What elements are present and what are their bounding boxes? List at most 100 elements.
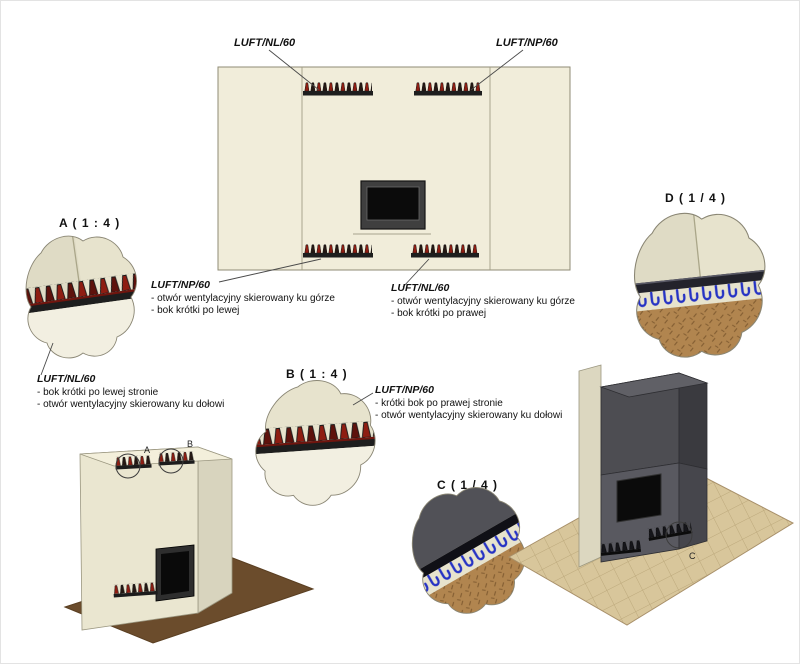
detail-d-outline bbox=[633, 212, 766, 358]
detail-marker-label-c: C bbox=[689, 551, 696, 561]
iso-view-right: C bbox=[507, 364, 795, 626]
firebox-glass bbox=[616, 473, 662, 523]
detail-wall-left-facet bbox=[634, 213, 701, 289]
firebox-side-face bbox=[678, 462, 708, 550]
detail-grille-bar bbox=[26, 286, 137, 316]
detail-d-title: D ( 1 / 4 ) bbox=[665, 191, 726, 205]
grille-teeth bbox=[114, 455, 152, 466]
detail-ground bbox=[634, 295, 765, 358]
detail-lower-wall bbox=[26, 295, 137, 358]
door-glass bbox=[161, 551, 189, 595]
leader-line bbox=[470, 49, 524, 91]
detail-a-title: A ( 1 : 4 ) bbox=[59, 216, 120, 230]
annotation-detail-b: LUFT/NP/60 - krótki bok po prawej stroni… bbox=[375, 384, 562, 421]
annotation-line: - otwór wentylacyjny skierowany ku górze bbox=[151, 293, 335, 304]
annotation-title: LUFT/NL/60 bbox=[37, 373, 95, 385]
detail-clips bbox=[634, 278, 765, 313]
detail-grille-bar bbox=[247, 436, 384, 455]
annotation-line: - bok krótki po prawej bbox=[391, 308, 486, 319]
grille-top-left bbox=[303, 82, 373, 96]
detail-a-content bbox=[26, 236, 137, 358]
detail-grille-bar-highlight bbox=[634, 267, 765, 288]
label-top-left-grille: LUFT/NL/60 bbox=[234, 37, 296, 49]
base-grille-left bbox=[600, 539, 642, 556]
detail-clips bbox=[402, 513, 539, 606]
grille-teeth bbox=[600, 539, 641, 553]
grille-bottom-right bbox=[411, 244, 479, 258]
grille-teeth bbox=[113, 581, 158, 594]
grille-bar bbox=[414, 91, 482, 96]
iso-view-left: A B bbox=[63, 439, 315, 644]
detail-marker-circle-c bbox=[665, 521, 693, 549]
grille-bar bbox=[115, 464, 152, 470]
grille-bar bbox=[600, 548, 642, 556]
annotation-grille-bottom-right: LUFT/NL/60 - otwór wentylacyjny skierowa… bbox=[391, 282, 575, 319]
annotation-line: - krótki bok po prawej stronie bbox=[375, 398, 503, 409]
wall-slab-left bbox=[578, 364, 602, 568]
grille-bar bbox=[113, 590, 158, 598]
detail-view-b: B ( 1 : 4 ) bbox=[240, 366, 390, 519]
detail-marker-label-a: A bbox=[144, 445, 150, 455]
grille-bar bbox=[158, 460, 195, 466]
annotation-title: LUFT/NP/60 bbox=[375, 384, 434, 396]
grille-teeth bbox=[415, 82, 481, 91]
detail-marker-label-b: B bbox=[187, 439, 193, 449]
leader-line bbox=[402, 258, 430, 288]
grille-teeth bbox=[647, 521, 692, 538]
annotation-detail-a: LUFT/NL/60 - bok krótki po lewej stronie… bbox=[37, 373, 224, 410]
label-top-right-grille: LUFT/NP/60 bbox=[496, 37, 559, 49]
detail-b-content bbox=[240, 366, 390, 519]
grille-teeth bbox=[158, 451, 195, 462]
annotation-line: - otwór wentylacyjny skierowany ku dołow… bbox=[37, 399, 224, 410]
insert-glass bbox=[366, 186, 420, 221]
grille-bar bbox=[411, 253, 479, 258]
leader-line bbox=[352, 392, 374, 406]
stove-top-grille-left bbox=[114, 455, 152, 470]
detail-grille-bar-red-line bbox=[26, 286, 137, 310]
grille-bar bbox=[303, 91, 373, 96]
detail-corner-edge bbox=[691, 213, 701, 277]
front-panel bbox=[217, 66, 571, 271]
grille-bar bbox=[648, 530, 693, 541]
stove-side-face bbox=[197, 446, 233, 614]
annotation-title: LUFT/NL/60 bbox=[391, 282, 449, 294]
annotation-line: - bok krótki po lewej bbox=[151, 305, 239, 316]
detail-b-title: B ( 1 : 4 ) bbox=[286, 367, 348, 381]
detail-marker-circle-a bbox=[115, 453, 141, 479]
annotation-line: - otwór wentylacyjny skierowany ku górze bbox=[391, 296, 575, 307]
grille-top-right bbox=[414, 82, 482, 96]
grille-bar bbox=[303, 253, 373, 258]
grille-bottom-left bbox=[303, 244, 373, 258]
detail-marker-circle-b bbox=[158, 448, 184, 474]
detail-grille-teeth bbox=[26, 271, 137, 307]
stove-top-grille-right bbox=[158, 451, 195, 466]
detail-lower-wall bbox=[245, 445, 390, 519]
detail-d-content bbox=[634, 213, 765, 358]
stove-front-face bbox=[79, 446, 199, 631]
detail-view-a: A ( 1 : 4 ) bbox=[25, 216, 138, 376]
front-view: LUFT/NL/60 LUFT/NP/60 bbox=[217, 37, 571, 288]
detail-view-d: D ( 1 / 4 ) bbox=[633, 191, 766, 358]
grille-teeth bbox=[304, 244, 372, 253]
detail-grille-bar bbox=[400, 503, 538, 592]
stove-door bbox=[155, 544, 195, 602]
chimney-top-face bbox=[599, 372, 709, 398]
detail-grille-teeth bbox=[249, 420, 377, 446]
annotation-title: LUFT/NP/60 bbox=[151, 279, 210, 291]
annotation-line: - otwór wentylacyjny skierowany ku dołow… bbox=[375, 410, 562, 421]
base-grille-right bbox=[647, 521, 693, 541]
grille-teeth bbox=[412, 244, 478, 253]
detail-c-outline bbox=[411, 487, 526, 614]
detail-b-outline bbox=[255, 380, 376, 506]
detail-grille-bar-red-line bbox=[247, 436, 383, 448]
detail-grille-bar bbox=[634, 267, 765, 296]
leader-line bbox=[268, 49, 320, 91]
stove-bottom-grille bbox=[113, 581, 158, 598]
leader-line bbox=[40, 342, 54, 376]
annotation-line: - bok krótki po lewej stronie bbox=[37, 387, 159, 398]
leader-line bbox=[218, 258, 322, 283]
grille-teeth bbox=[304, 82, 372, 91]
fireplace-insert bbox=[353, 180, 431, 235]
